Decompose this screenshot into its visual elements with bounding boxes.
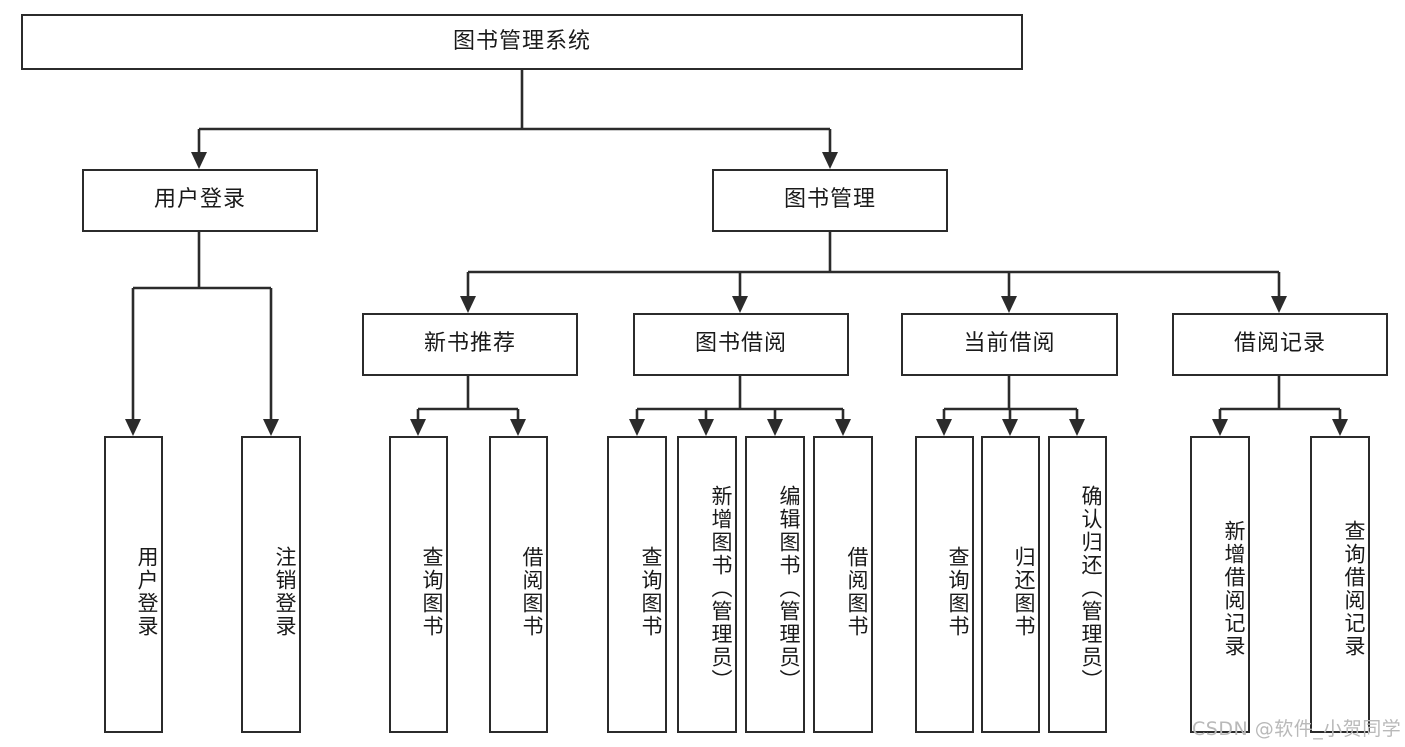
node-book-management[interactable]: 图书管理: [712, 169, 948, 232]
leaf-recommend-query-book[interactable]: 查询图书: [389, 436, 448, 733]
node-new-book-recommend[interactable]: 新书推荐: [362, 313, 578, 376]
node-label: 确认归还（管理员）: [1079, 485, 1103, 692]
node-label: 归还图书: [1012, 545, 1036, 638]
leaf-borrow-borrow-book[interactable]: 借阅图书: [813, 436, 873, 733]
leaf-current-confirm-return-admin[interactable]: 确认归还（管理员）: [1048, 436, 1107, 733]
node-label: 图书借阅: [694, 331, 787, 357]
leaf-current-query-book[interactable]: 查询图书: [915, 436, 974, 733]
leaf-record-add-borrow-record[interactable]: 新增借阅记录: [1190, 436, 1250, 733]
node-label: 当前借阅: [963, 331, 1056, 357]
leaf-current-return-book[interactable]: 归还图书: [981, 436, 1040, 733]
node-label: 查询图书: [946, 545, 970, 638]
node-label: 借阅图书: [845, 545, 869, 638]
node-label: 查询借阅记录: [1342, 519, 1366, 658]
node-root-system[interactable]: 图书管理系统: [21, 14, 1023, 70]
node-user-login[interactable]: 用户登录: [82, 169, 318, 232]
node-borrow-record[interactable]: 借阅记录: [1172, 313, 1388, 376]
node-label: 查询图书: [420, 545, 444, 638]
node-label: 用户登录: [153, 187, 246, 213]
leaf-user-login-logout[interactable]: 注销登录: [241, 436, 301, 733]
node-label: 用户登录: [135, 545, 159, 638]
leaf-borrow-query-book[interactable]: 查询图书: [607, 436, 667, 733]
leaf-recommend-borrow-book[interactable]: 借阅图书: [489, 436, 548, 733]
node-label: 编辑图书（管理员）: [777, 485, 801, 692]
node-label: 注销登录: [273, 545, 297, 638]
node-label: 新增图书（管理员）: [709, 485, 733, 692]
node-label: 图书管理系统: [452, 28, 591, 54]
node-label: 图书管理: [783, 187, 876, 213]
node-label: 新书推荐: [423, 331, 516, 357]
node-label: 借阅图书: [520, 545, 544, 638]
node-label: 借阅记录: [1233, 331, 1326, 357]
leaf-record-query-borrow-record[interactable]: 查询借阅记录: [1310, 436, 1370, 733]
node-book-borrow[interactable]: 图书借阅: [633, 313, 849, 376]
leaf-user-login-login[interactable]: 用户登录: [104, 436, 163, 733]
node-current-borrow[interactable]: 当前借阅: [901, 313, 1118, 376]
leaf-borrow-edit-book-admin[interactable]: 编辑图书（管理员）: [745, 436, 805, 733]
node-label: 新增借阅记录: [1222, 519, 1246, 658]
leaf-borrow-add-book-admin[interactable]: 新增图书（管理员）: [677, 436, 737, 733]
node-label: 查询图书: [639, 545, 663, 638]
